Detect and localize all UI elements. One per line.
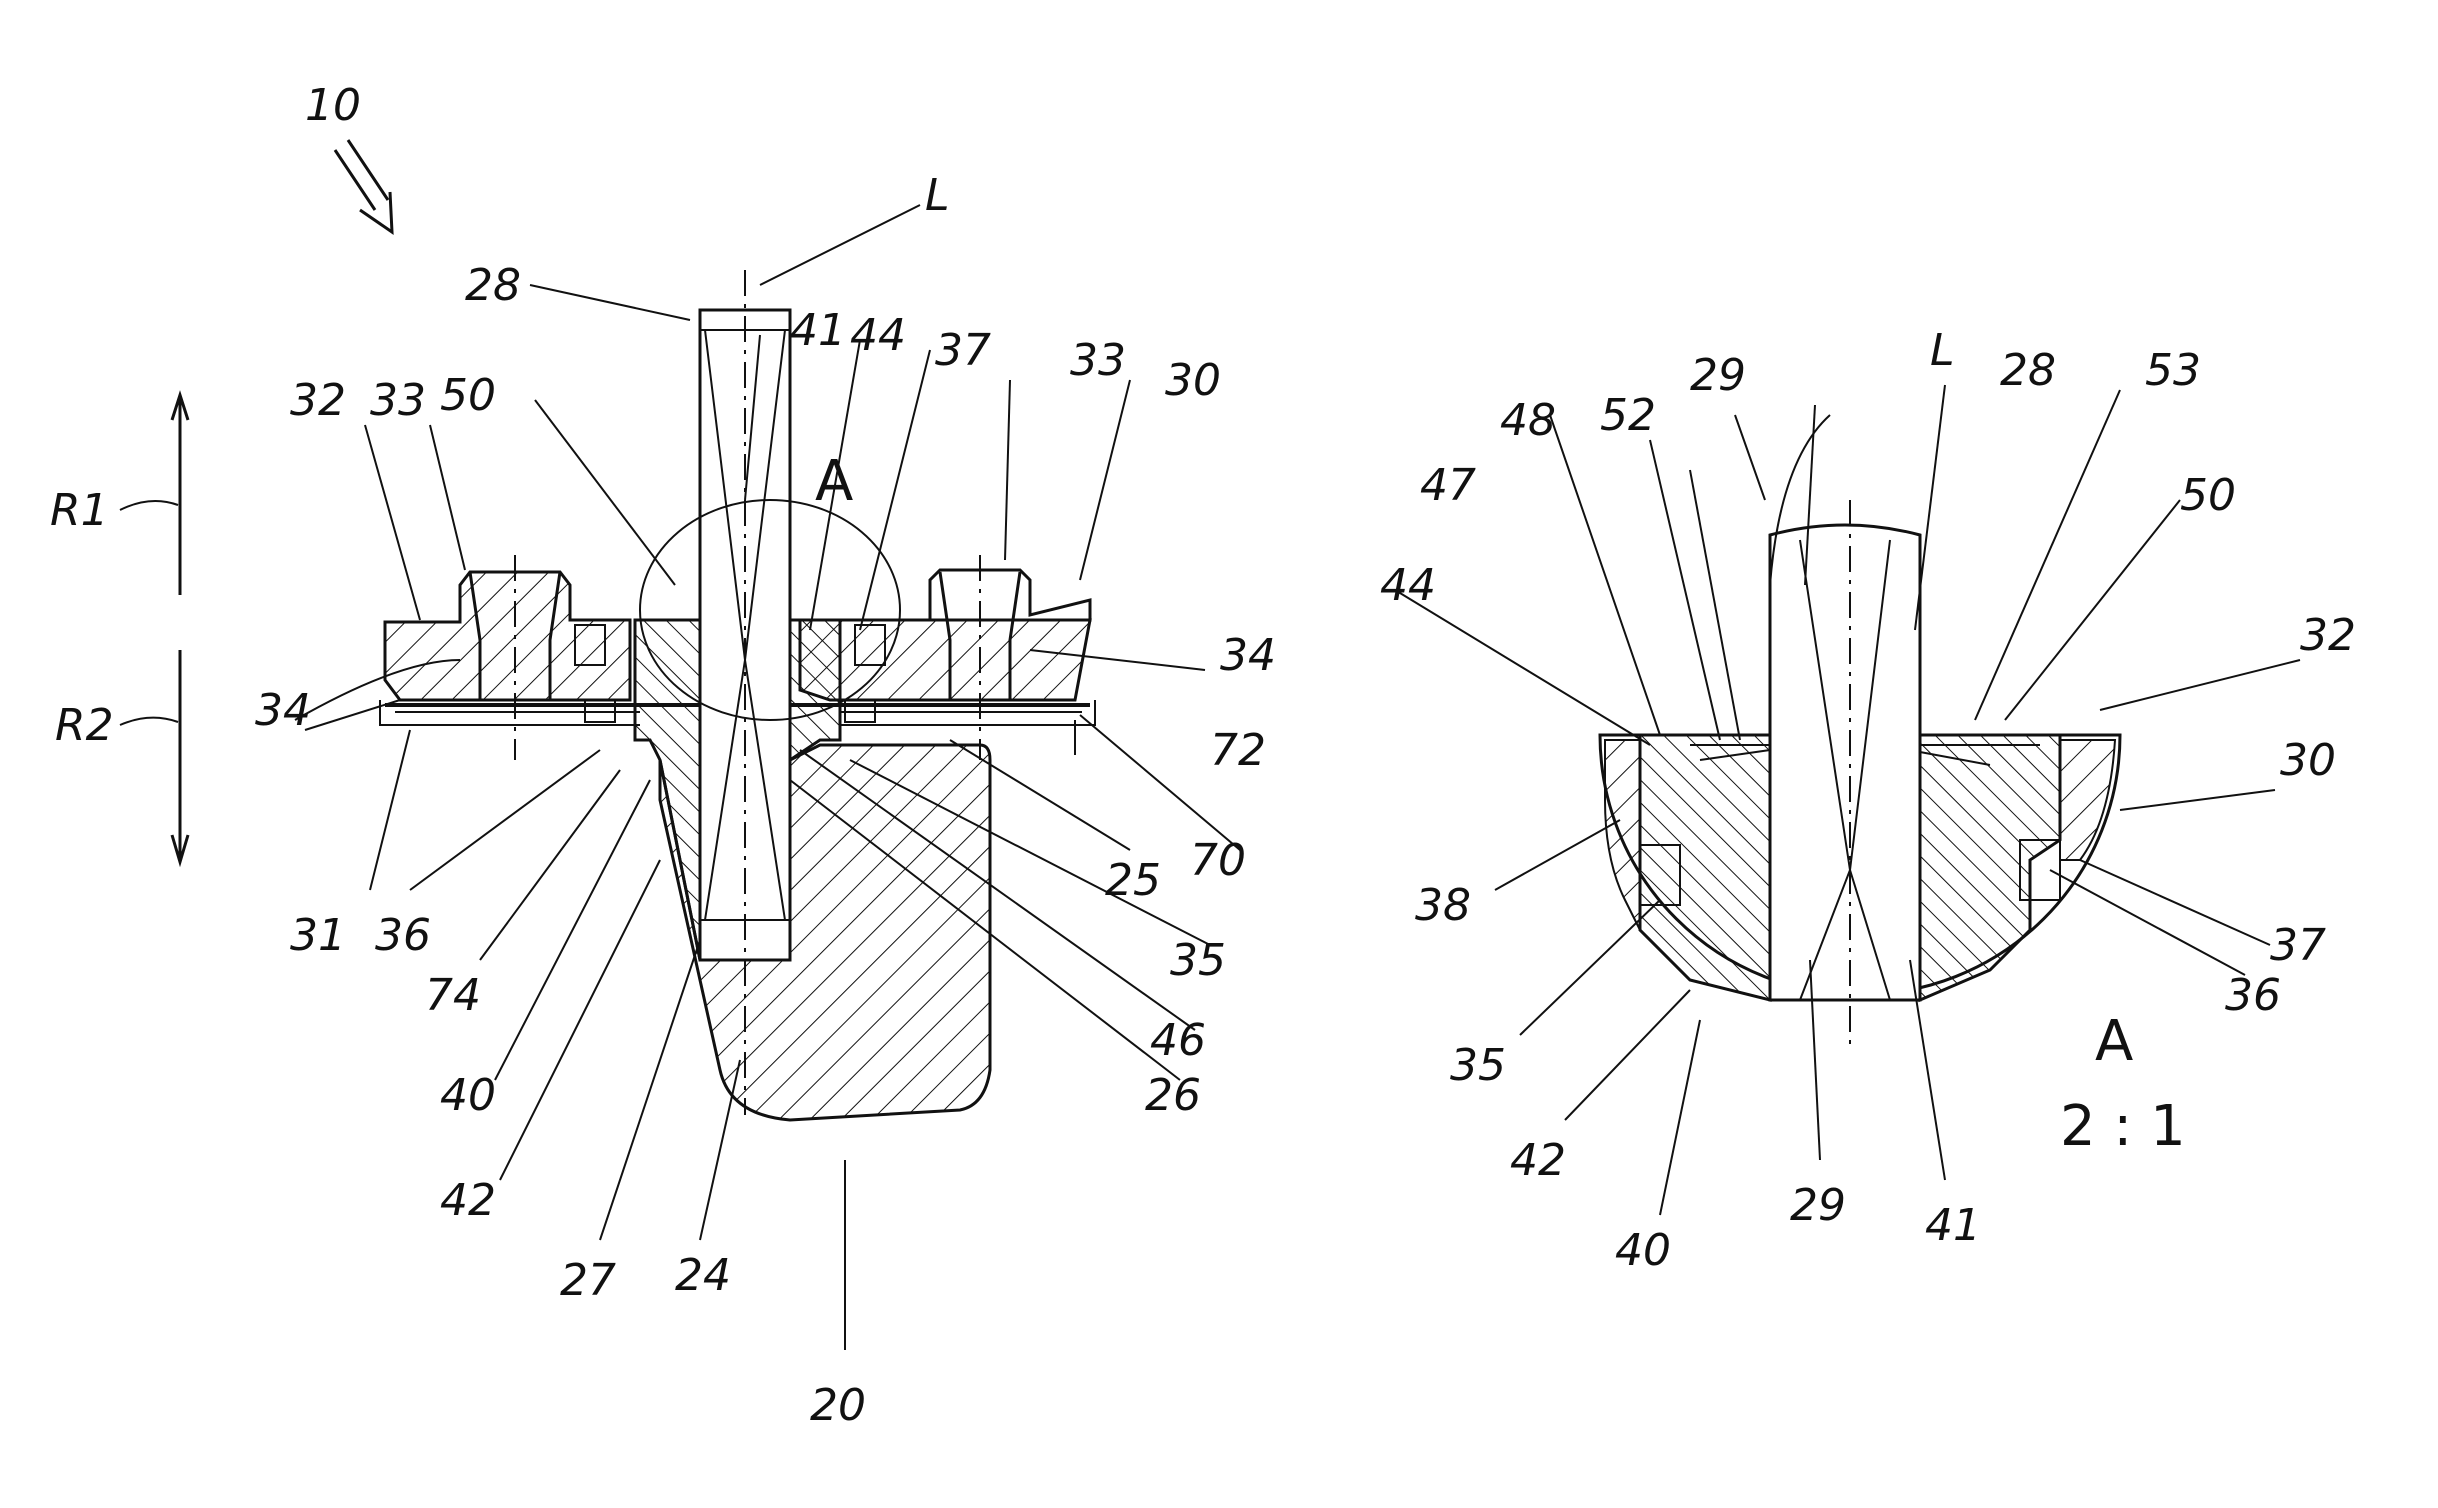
label-35-main: 35 — [1170, 935, 1226, 986]
label-33-left: 33 — [370, 375, 426, 426]
label-38: 38 — [1415, 880, 1471, 931]
label-34-right: 34 — [1220, 630, 1276, 681]
detail-view: 29 L 28 53 48 52 47 50 44 32 30 38 37 36… — [1380, 325, 2356, 1276]
label-26: 26 — [1145, 1070, 1201, 1121]
label-L-main: L — [925, 170, 950, 221]
detail-title-a: A — [2095, 1009, 2133, 1074]
detail-scale: 2 : 1 — [2060, 1094, 2186, 1159]
label-33-right: 33 — [1070, 335, 1126, 386]
label-R1: R1 — [50, 485, 109, 536]
direction-arrows — [120, 395, 188, 862]
label-29-bottom: 29 — [1790, 1180, 1846, 1231]
label-10: 10 — [305, 80, 361, 131]
label-28-detail: 28 — [2000, 345, 2056, 396]
label-24: 24 — [675, 1250, 731, 1301]
label-41-main: 41 — [790, 305, 846, 356]
label-40-main: 40 — [440, 1070, 496, 1121]
label-36-detail: 36 — [2225, 970, 2281, 1021]
label-41-detail: 41 — [1925, 1200, 1981, 1251]
label-R2: R2 — [55, 700, 114, 751]
label-34-left: 34 — [255, 685, 311, 736]
label-35-detail: 35 — [1450, 1040, 1506, 1091]
label-74: 74 — [425, 970, 481, 1021]
label-30-main: 30 — [1165, 355, 1221, 406]
label-70: 70 — [1190, 835, 1246, 886]
label-42-detail: 42 — [1510, 1135, 1566, 1186]
label-32-detail: 32 — [2300, 610, 2356, 661]
label-27: 27 — [560, 1255, 616, 1306]
label-20: 20 — [810, 1380, 866, 1431]
label-36-main: 36 — [375, 910, 431, 961]
label-29-top: 29 — [1690, 350, 1746, 401]
label-37-detail: 37 — [2270, 920, 2326, 971]
label-42-main: 42 — [440, 1175, 496, 1226]
label-37-main: 37 — [935, 325, 991, 376]
label-25: 25 — [1105, 855, 1161, 906]
label-28-main: 28 — [465, 260, 521, 311]
label-A-main: A — [815, 449, 853, 514]
main-view: 10 L 28 41 44 37 33 30 32 33 50 A R1 R2 … — [50, 80, 1276, 1431]
reference-arrow-10 — [335, 140, 392, 232]
label-L-detail: L — [1930, 325, 1955, 376]
label-50-detail: 50 — [2180, 470, 2236, 521]
label-30-detail: 30 — [2280, 735, 2336, 786]
label-46: 46 — [1150, 1015, 1206, 1066]
label-32-main: 32 — [290, 375, 346, 426]
label-44-detail: 44 — [1380, 560, 1436, 611]
label-53: 53 — [2145, 345, 2201, 396]
label-44-main: 44 — [850, 310, 906, 361]
label-48: 48 — [1500, 395, 1556, 446]
label-40-detail: 40 — [1615, 1225, 1671, 1276]
label-31: 31 — [290, 910, 346, 961]
label-72: 72 — [1210, 725, 1266, 776]
label-47: 47 — [1420, 460, 1476, 511]
label-52: 52 — [1600, 390, 1656, 441]
label-50-main: 50 — [440, 370, 496, 421]
